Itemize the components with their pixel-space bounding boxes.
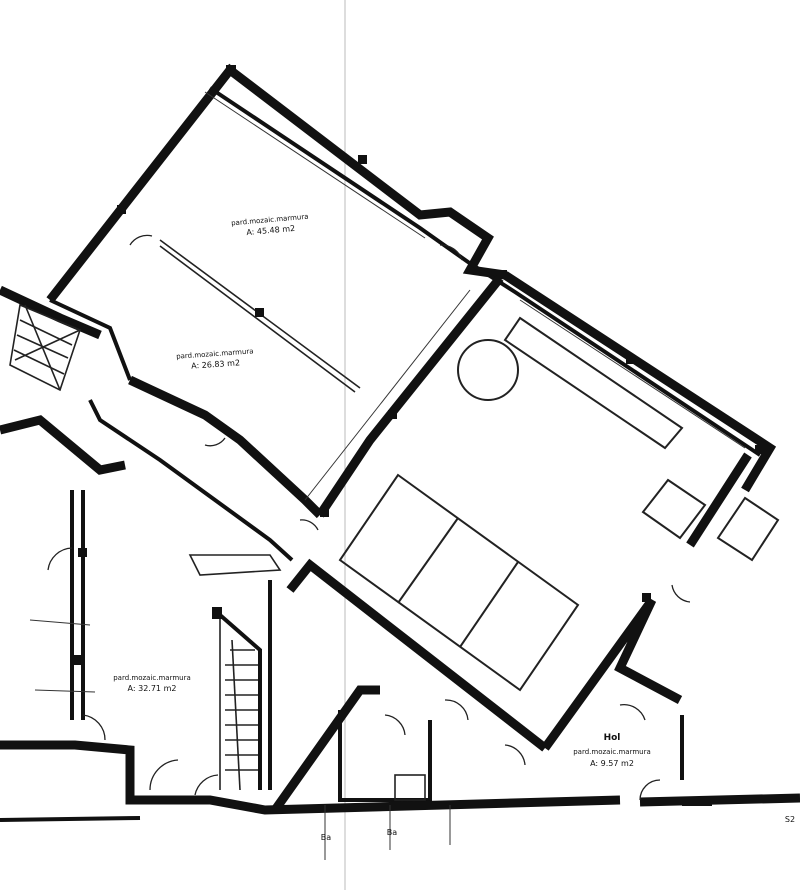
section-marker: S2 <box>785 815 795 824</box>
wall-left-strip <box>88 399 294 562</box>
door-swing <box>149 759 179 791</box>
room-label-top: pard.mozaic.marmura A: 45.48 m2 <box>231 213 309 237</box>
wall-bottom-right <box>639 793 800 807</box>
partition-line-2 <box>159 245 356 393</box>
room-finish: pard.mozaic.marmura <box>113 674 191 682</box>
wall-mid-room-left <box>49 298 132 381</box>
column <box>78 548 87 557</box>
column <box>642 593 651 602</box>
wall-exterior-right-inner <box>208 86 762 457</box>
room-finish: pard.mozaic.marmura <box>176 347 254 360</box>
room-area: A: 45.48 m2 <box>246 224 296 237</box>
square-fixture <box>716 496 780 562</box>
round-column <box>457 339 519 401</box>
wall-right-jamb <box>686 452 752 548</box>
door-swing <box>384 714 406 736</box>
wall-left-small <box>0 415 126 475</box>
wall-divider-main <box>316 275 504 518</box>
wall-wc <box>338 710 432 802</box>
room-name: Hol <box>604 733 621 743</box>
room-finish: pard.mozaic.marmura <box>573 748 651 756</box>
stair-top-left <box>0 285 102 392</box>
column <box>255 308 264 317</box>
door-swing <box>444 699 469 721</box>
wall-bottom <box>0 740 621 815</box>
room-area: A: 32.71 m2 <box>128 684 177 693</box>
wall-top-room <box>46 63 506 303</box>
wall-big-room-right <box>541 597 683 751</box>
dimension-line <box>304 289 471 501</box>
column <box>682 798 712 806</box>
column <box>388 410 397 419</box>
table-blocks <box>338 473 580 692</box>
room-label-hol: Hol pard.mozaic.marmura A: 9.57 m2 <box>573 733 651 768</box>
stair-bottom <box>212 607 262 791</box>
column <box>320 508 329 517</box>
door-swing <box>639 779 661 801</box>
lower-wing <box>0 285 800 860</box>
column <box>755 445 764 454</box>
column <box>498 270 507 279</box>
door-swing <box>204 437 226 447</box>
upper-wing <box>46 63 780 752</box>
door-swing <box>194 774 219 796</box>
door-swing <box>439 244 463 261</box>
column <box>71 655 81 665</box>
door-swing <box>82 714 106 741</box>
landing <box>188 554 282 576</box>
room-area: A: 9.57 m2 <box>590 759 634 768</box>
wall-diagonal-lower <box>271 685 380 813</box>
column <box>626 355 635 364</box>
counter <box>503 316 684 450</box>
room-label-mid: pard.mozaic.marmura A: 26.83 m2 <box>176 347 254 370</box>
dimension-line <box>29 619 91 626</box>
door-swing <box>299 519 319 531</box>
section-marker: Ba <box>321 833 331 842</box>
room-area: A: 26.83 m2 <box>191 358 240 370</box>
section-marker: Ba <box>387 828 397 837</box>
wc-fixture <box>394 774 426 801</box>
column <box>117 205 126 214</box>
wall-big-room-bottom <box>286 558 548 752</box>
door-swing <box>619 703 646 721</box>
column <box>358 155 367 164</box>
column <box>226 65 236 75</box>
door-swing <box>671 584 691 603</box>
square-fixture <box>641 478 707 540</box>
dimension-line <box>34 689 96 693</box>
wall-bottom-left <box>0 816 141 822</box>
wall-mid-room <box>128 375 324 519</box>
wall-exterior-right <box>502 271 777 493</box>
dimension-line <box>204 91 426 239</box>
dimension-line <box>519 299 746 449</box>
door-swing <box>47 547 73 571</box>
room-label-hall: pard.mozaic.marmura A: 32.71 m2 <box>113 674 191 693</box>
door-swing <box>504 744 526 766</box>
door-swing <box>129 234 153 246</box>
